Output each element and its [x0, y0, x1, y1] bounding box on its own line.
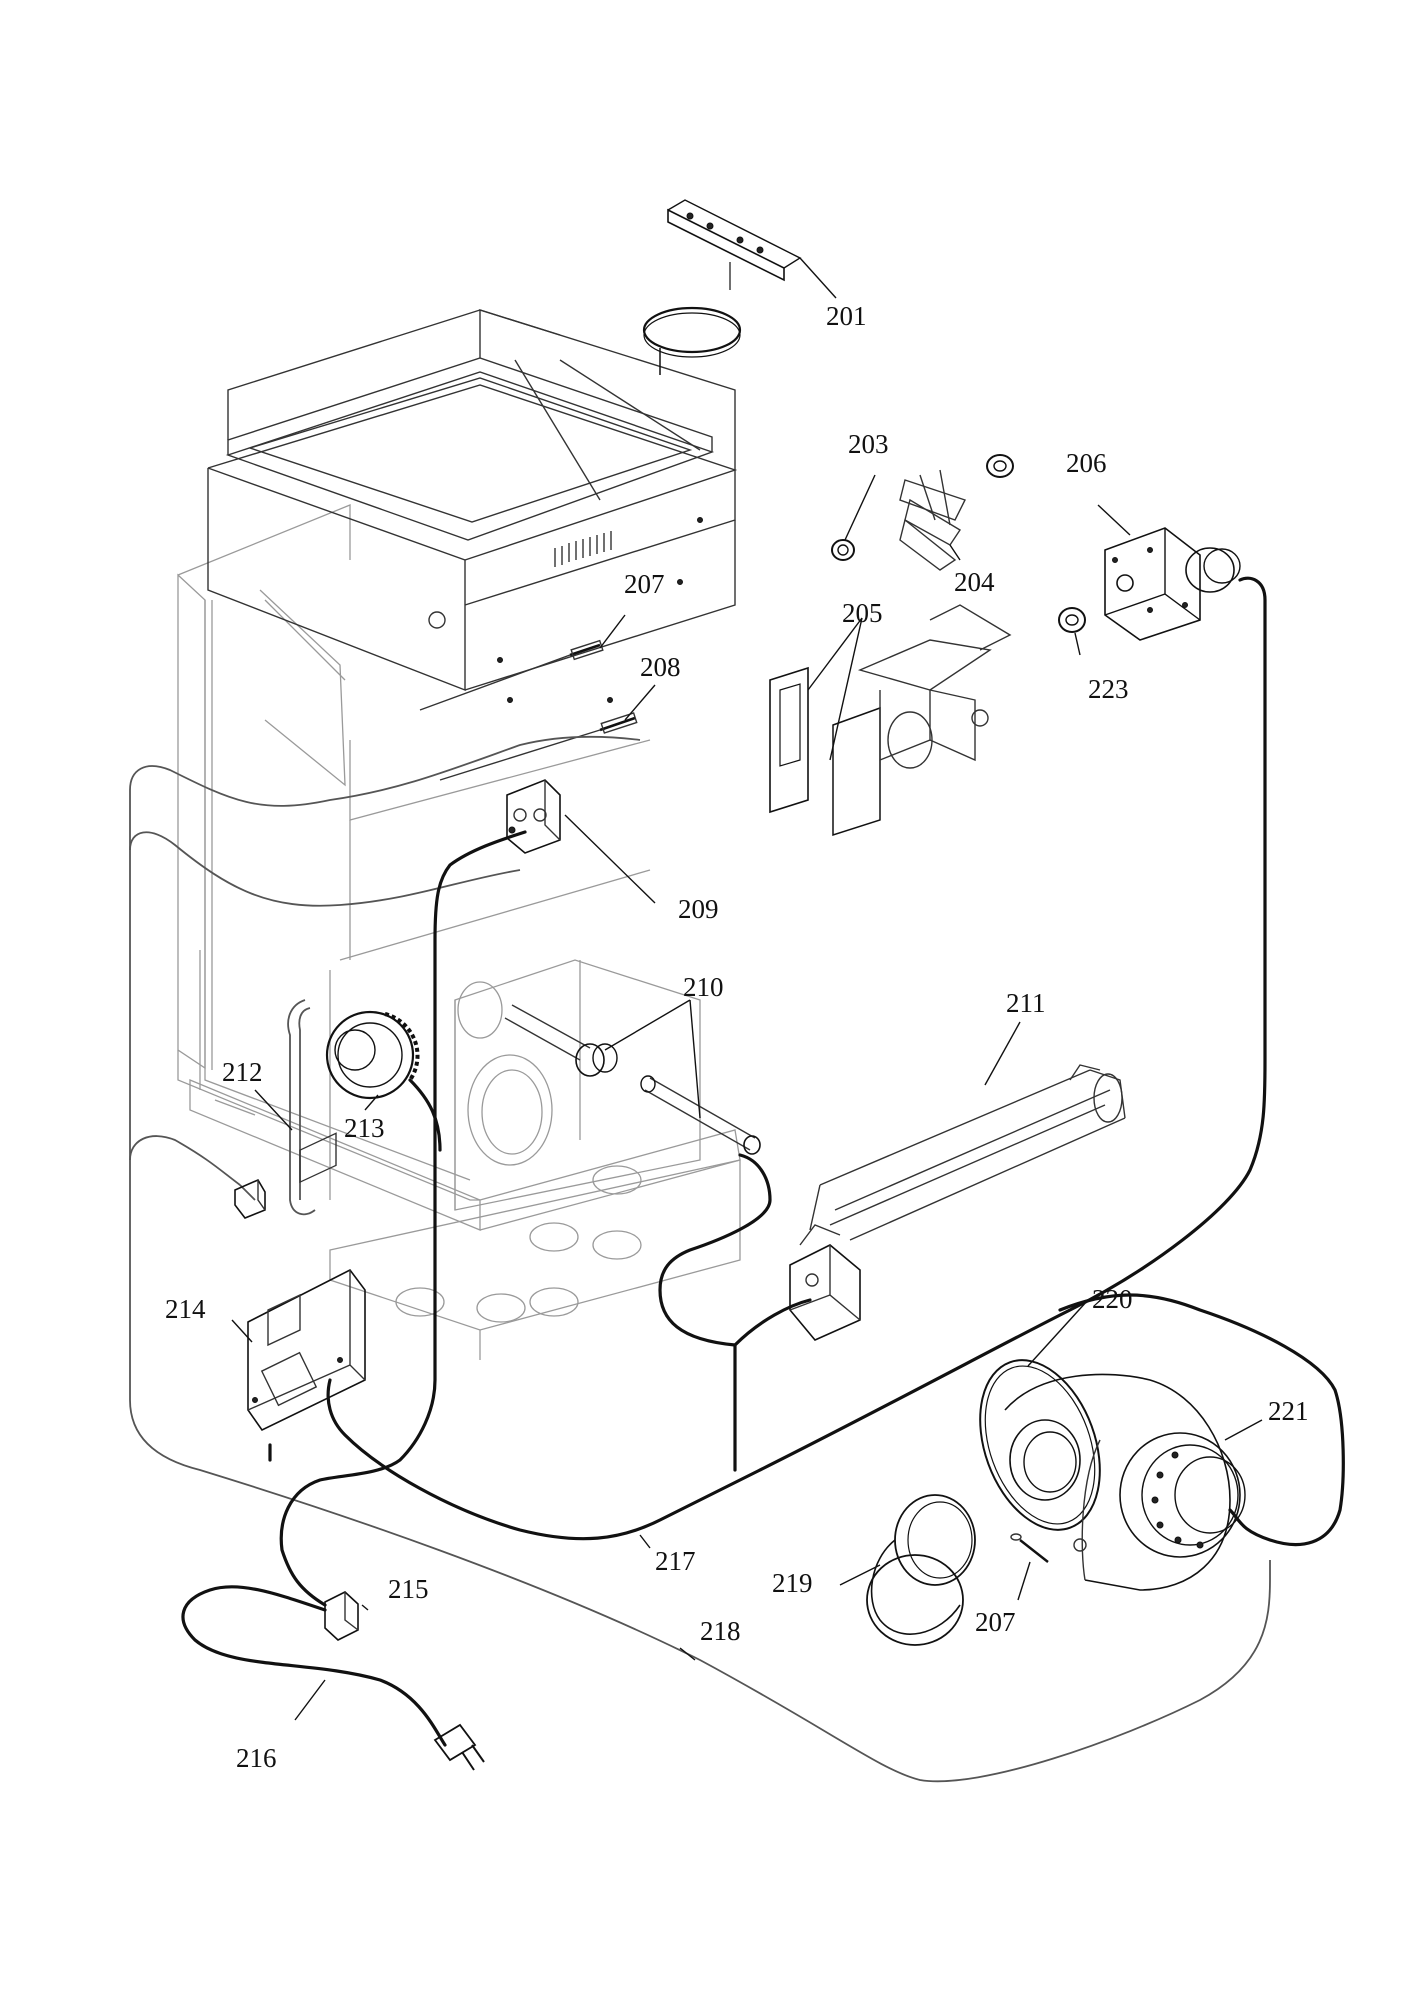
callout-206: 206 — [1066, 448, 1107, 478]
control-board-214 — [247, 1132, 366, 1432]
pressure-switch-209 — [506, 779, 561, 854]
leader-lines — [231, 257, 1263, 1721]
callout-207-lower: 207 — [975, 1607, 1016, 1637]
igniter-210 — [504, 1004, 761, 1155]
connector-212 — [234, 1178, 266, 1219]
control-panel-201 — [642, 199, 802, 375]
hopper — [207, 309, 738, 703]
sensors-207-208 — [419, 639, 638, 781]
callout-204: 204 — [954, 567, 995, 597]
callout-211: 211 — [1006, 988, 1046, 1018]
callout-205: 205 — [842, 598, 883, 628]
feed-auger-wheel-204 — [831, 454, 1014, 571]
convection-blower-211 — [789, 1064, 1126, 1341]
callout-219: 219 — [772, 1568, 813, 1598]
callout-labels: 201 203 204 205 206 207 207 208 209 210 … — [165, 301, 1309, 1773]
power-switch-215-and-cord-216 — [181, 1585, 485, 1771]
callout-213: 213 — [344, 1113, 385, 1143]
callout-221: 221 — [1268, 1396, 1309, 1426]
callout-218: 218 — [700, 1616, 741, 1646]
callout-215: 215 — [388, 1574, 429, 1604]
callout-216: 216 — [236, 1743, 277, 1773]
wiring-harness-217 — [268, 576, 1345, 1607]
callout-201: 201 — [826, 301, 867, 331]
callout-207-upper: 207 — [624, 569, 665, 599]
callout-208: 208 — [640, 652, 681, 682]
callout-217: 217 — [655, 1546, 696, 1576]
auger-housing-205 — [769, 604, 1012, 837]
callout-223: 223 — [1088, 674, 1129, 704]
callout-209: 209 — [678, 894, 719, 924]
wiring-harness-218 — [129, 735, 1271, 1783]
stove-body-outline — [177, 504, 741, 1360]
auger-motor-206 — [1058, 527, 1241, 641]
callout-212: 212 — [222, 1057, 263, 1087]
exhaust-blower-221 — [866, 1359, 1246, 1646]
callout-214: 214 — [165, 1294, 206, 1324]
hose-212-and-switch-213 — [287, 999, 420, 1216]
callout-203: 203 — [848, 429, 889, 459]
callout-220: 220 — [1092, 1284, 1133, 1314]
callout-210: 210 — [683, 972, 724, 1002]
